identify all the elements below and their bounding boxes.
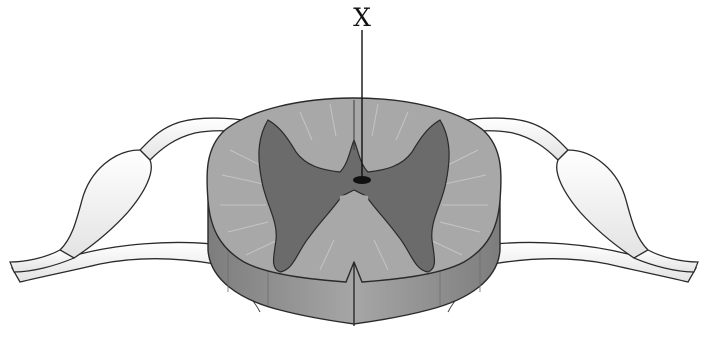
right-dorsal-root-ganglion — [557, 150, 648, 258]
left-dorsal-root-ganglion — [60, 150, 151, 258]
label-x: X — [353, 3, 371, 32]
spinal-cord — [207, 98, 501, 326]
